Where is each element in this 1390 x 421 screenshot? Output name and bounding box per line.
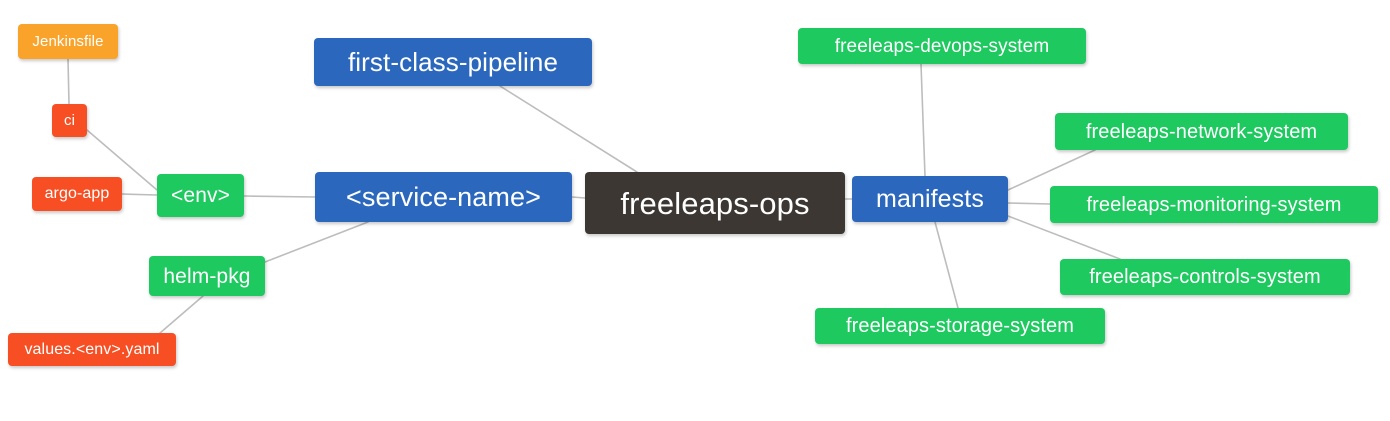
mindmap-node-helm-pkg[interactable]: helm-pkg [149,256,265,296]
mindmap-node-label-controls: freeleaps-controls-system [1089,266,1321,288]
mindmap-node-label-service-name: <service-name> [346,181,541,212]
edge-jenkinsfile-to-ci [67,58,70,105]
mindmap-node-label-argo-app: argo-app [44,185,110,202]
mindmap-node-storage[interactable]: freeleaps-storage-system [815,308,1105,344]
edge-pipeline-to-root [499,85,638,173]
mindmap-node-ci[interactable]: ci [52,104,87,137]
mindmap-node-argo-app[interactable]: argo-app [32,177,122,211]
edge-manifests-to-monitoring [1007,202,1051,205]
mindmap-node-label-pipeline: first-class-pipeline [347,47,559,77]
edge-env-to-service-name [243,195,316,198]
mindmap-node-manifests[interactable]: manifests [852,176,1008,222]
edge-service-name-to-root [571,196,586,199]
mindmap-node-env[interactable]: <env> [157,174,244,217]
mindmap-node-label-network: freeleaps-network-system [1085,120,1318,143]
edge-manifests-to-devops [920,63,926,177]
mindmap-node-label-jenkinsfile: Jenkinsfile [32,33,104,50]
mindmap-node-label-root: freeleaps-ops [620,185,810,221]
mindmap-node-network[interactable]: freeleaps-network-system [1055,113,1348,150]
edge-values-yaml-to-helm-pkg [159,295,204,334]
mindmap-node-label-values-yaml: values.<env>.yaml [24,340,160,358]
edge-helm-pkg-to-service-name [264,221,369,263]
mindmap-node-label-env: <env> [171,184,230,207]
mindmap-node-devops[interactable]: freeleaps-devops-system [798,28,1086,64]
mindmap-node-label-helm-pkg: helm-pkg [163,264,251,288]
mindmap-node-root[interactable]: freeleaps-ops [585,172,845,234]
mindmap-node-label-manifests: manifests [876,184,984,213]
mindmap-node-label-storage: freeleaps-storage-system [845,315,1075,337]
mindmap-node-controls[interactable]: freeleaps-controls-system [1060,259,1350,295]
edge-manifests-to-storage [934,221,959,309]
mindmap-node-label-devops: freeleaps-devops-system [834,35,1050,57]
mindmap-node-jenkinsfile[interactable]: Jenkinsfile [18,24,118,59]
edge-argo-app-to-env [121,193,158,196]
mindmap-node-values-yaml[interactable]: values.<env>.yaml [8,333,176,366]
mindmap-node-label-monitoring: freeleaps-monitoring-system [1086,193,1342,216]
mindmap-node-service-name[interactable]: <service-name> [315,172,572,222]
mindmap-node-monitoring[interactable]: freeleaps-monitoring-system [1050,186,1378,223]
edge-manifests-to-network [1007,149,1096,191]
mindmap-node-label-ci: ci [63,112,76,129]
mindmap-node-pipeline[interactable]: first-class-pipeline [314,38,592,86]
